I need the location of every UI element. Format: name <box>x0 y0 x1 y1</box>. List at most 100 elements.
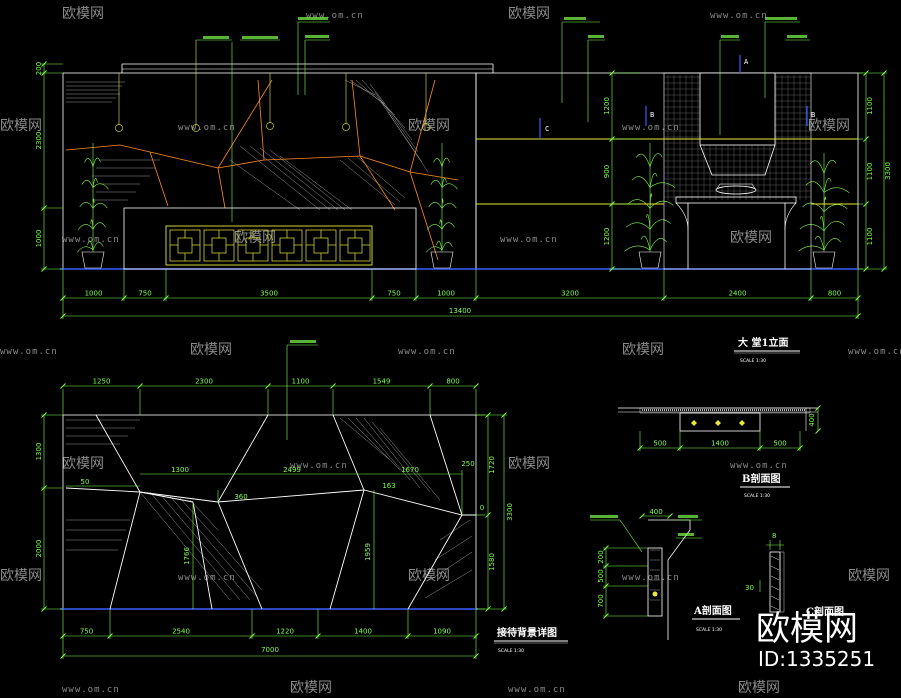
section-tag-c: C <box>545 125 549 133</box>
detail-inner-4: 250 <box>461 460 474 468</box>
watermark-brand: 欧模网 <box>622 342 664 358</box>
elevation-dim-2: 3500 <box>260 290 278 298</box>
watermark-url: www.om.cn <box>62 685 120 695</box>
detail-inner-5: 360 <box>234 493 247 501</box>
detail-inner-0: 50 <box>81 478 90 486</box>
detail-dim-left-0: 1300 <box>35 443 43 461</box>
brand-logo-name: 欧模网 <box>756 609 858 649</box>
watermark-url: www.om.cn <box>178 123 236 133</box>
elevation-dim-left-2: 1000 <box>35 230 43 248</box>
watermark-brand: 欧模网 <box>190 342 232 358</box>
watermark-url: www.om.cn <box>622 123 680 133</box>
lattice-panel <box>165 225 373 266</box>
section-a-dim-1: 500 <box>597 569 605 582</box>
detail-title: 接待背景详图 <box>497 626 557 639</box>
elevation-dim-right-0: 1100 <box>866 97 874 115</box>
detail-dim-right-0: 1720 <box>488 456 496 474</box>
watermark-url: www.om.cn <box>508 685 566 695</box>
watermark-url: www.om.cn <box>306 11 364 21</box>
elevation-dim-right-1: 1100 <box>866 163 874 181</box>
detail-inner-6: 163 <box>382 482 395 490</box>
section-b-dim-side: 400 <box>808 413 816 426</box>
elevation-view: A B B C <box>35 17 892 364</box>
watermark-brand: 欧模网 <box>408 568 450 584</box>
watermark-brand: 欧模网 <box>62 456 104 472</box>
watermark-brand: 欧模网 <box>290 680 332 696</box>
watermark-url: www.om.cn <box>62 235 120 245</box>
detail-dim-total: 7000 <box>261 646 279 654</box>
detail-inner-3: 1670 <box>401 466 419 474</box>
watermark-url: www.om.cn <box>398 347 456 357</box>
section-b-dim-1: 1400 <box>711 440 729 448</box>
detail-inner-9: 1959 <box>364 543 372 561</box>
elevation-dim-left-1: 2300 <box>35 132 43 150</box>
elevation-title: 大 堂1立面 <box>738 336 788 349</box>
section-b-box <box>679 412 761 432</box>
elevation-dim-left-0: 200 <box>35 62 43 75</box>
section-b-title: B剖面图 <box>742 472 780 485</box>
detail-dim-top-0: 1250 <box>93 378 111 386</box>
watermark-brand: 欧模网 <box>508 456 550 472</box>
watermark-url: www.om.cn <box>730 461 788 471</box>
elevation-dim-3: 750 <box>387 290 400 298</box>
watermark-brand: 欧模网 <box>508 6 550 22</box>
watermark-url: www.om.cn <box>290 461 348 471</box>
section-c-dim-height: 30 <box>745 584 754 592</box>
watermark-brand: 欧模网 <box>0 568 42 584</box>
watermark-url: www.om.cn <box>710 11 768 21</box>
section-a-scale: SCALE 1:30 <box>696 627 722 633</box>
section-b-scale: SCALE 1:30 <box>744 493 770 499</box>
detail-facets <box>65 414 476 610</box>
elevation-dim-mid-2: 1200 <box>603 228 611 246</box>
brand-logo: 欧模网 ID:1335251 <box>756 609 875 671</box>
elevation-scale: SCALE 1:30 <box>740 358 766 364</box>
section-a-dim-top: 400 <box>649 508 662 516</box>
detail-inner-1: 1300 <box>171 466 189 474</box>
detail-dim-top-3: 1549 <box>373 378 391 386</box>
detail-dim-bottom-3: 1400 <box>354 628 372 636</box>
detail-dim-bottom-0: 750 <box>80 628 93 636</box>
detail-dim-right-1: 1580 <box>488 553 496 571</box>
elevation-dim-7: 800 <box>828 290 841 298</box>
elevation-dim-6: 2400 <box>729 290 747 298</box>
brand-logo-id: ID:1335251 <box>758 647 875 671</box>
detail-dim-top-2: 1100 <box>292 378 310 386</box>
watermark-brand: 欧模网 <box>808 118 850 134</box>
elevation-dim-right-total: 3300 <box>884 162 892 180</box>
detail-inner-8: 1766 <box>183 547 191 565</box>
elevation-dim-5: 3200 <box>561 290 579 298</box>
elevation-dim-4: 1000 <box>437 290 455 298</box>
elevation-dim-total: 13400 <box>449 307 471 315</box>
section-c-title: C剖面图 <box>806 605 844 618</box>
elevation-dim-1: 750 <box>138 290 151 298</box>
watermark-brand: 欧模网 <box>408 118 450 134</box>
elevation-dim-mid-0: 1200 <box>603 97 611 115</box>
elevation-dim-0: 1000 <box>85 290 103 298</box>
section-b-dim-0: 500 <box>653 440 666 448</box>
watermark-brand: 欧模网 <box>0 118 42 134</box>
detail-dim-left-1: 2000 <box>35 540 43 558</box>
detail-inner-7: 0 <box>480 504 484 512</box>
watermark-url: www.om.cn <box>0 347 58 357</box>
detail-dim-top-4: 800 <box>446 378 459 386</box>
elevation-dim-right-2: 1100 <box>866 228 874 246</box>
detail-dim-bottom-4: 1090 <box>433 628 451 636</box>
section-a-post <box>647 547 663 617</box>
section-tag-b-left: B <box>650 111 654 119</box>
console-table <box>675 196 797 204</box>
detail-scale: SCALE 1:30 <box>498 648 524 654</box>
watermark-brand: 欧模网 <box>848 568 890 584</box>
detail-dim-top-1: 2300 <box>195 378 213 386</box>
watermark-brand: 欧模网 <box>730 230 772 246</box>
detail-dim-bottom-1: 2540 <box>172 628 190 636</box>
section-c-dim-width: 8 <box>772 532 776 540</box>
watermark-brand: 欧模网 <box>738 680 780 696</box>
detail-inner-2: 2499 <box>283 466 301 474</box>
section-a-dim-0: 200 <box>597 550 605 563</box>
watermark-url: www.om.cn <box>622 573 680 583</box>
section-a-title: A剖面图 <box>693 604 732 617</box>
watermark-brand: 欧模网 <box>62 6 104 22</box>
